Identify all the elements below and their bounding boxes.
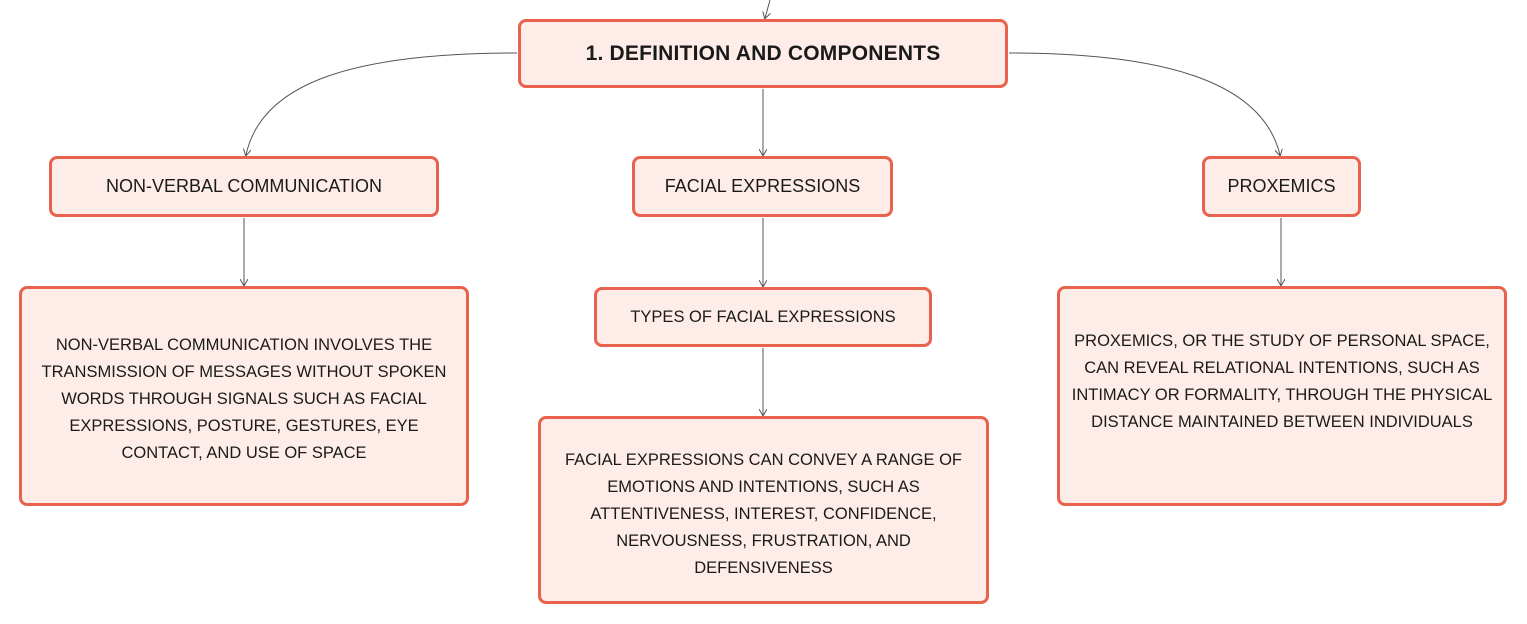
connector-root-to-nonverbal (246, 52, 518, 155)
detail-node-proxemics[interactable]: PROXEMICS, OR THE STUDY OF PERSONAL SPAC… (1057, 286, 1507, 506)
subtopic-node-types-of-facial-expressions[interactable]: TYPES OF FACIAL EXPRESSIONS (594, 287, 932, 347)
topic-node-label: FACIAL EXPRESSIONS (664, 176, 861, 196)
detail-node-facial-expressions[interactable]: FACIAL EXPRESSIONS CAN CONVEY A RANGE OF… (538, 416, 989, 604)
detail-node-non-verbal-communication[interactable]: NON-VERBAL COMMUNICATION INVOLVES THE TR… (19, 286, 469, 506)
topic-node-facial-expressions[interactable]: FACIAL EXPRESSIONS (632, 156, 893, 217)
detail-node-text: PROXEMICS, OR THE STUDY OF PERSONAL SPAC… (1071, 332, 1493, 431)
root-node[interactable]: 1. DEFINITION AND COMPONENTS (518, 19, 1008, 88)
subtopic-node-label: TYPES OF FACIAL EXPRESSIONS (630, 307, 896, 326)
topic-node-proxemics[interactable]: PROXEMICS (1202, 156, 1361, 217)
connector-root-to-proxemics (1008, 52, 1280, 155)
topic-node-non-verbal-communication[interactable]: NON-VERBAL COMMUNICATION (49, 156, 439, 217)
detail-node-text: NON-VERBAL COMMUNICATION INVOLVES THE TR… (41, 335, 447, 462)
detail-node-text: FACIAL EXPRESSIONS CAN CONVEY A RANGE OF… (564, 450, 963, 577)
topic-node-label: NON-VERBAL COMMUNICATION (105, 176, 382, 196)
topic-node-label: PROXEMICS (1227, 176, 1336, 196)
root-node-label: 1. DEFINITION AND COMPONENTS (585, 41, 941, 65)
connector-incoming (765, 0, 771, 18)
